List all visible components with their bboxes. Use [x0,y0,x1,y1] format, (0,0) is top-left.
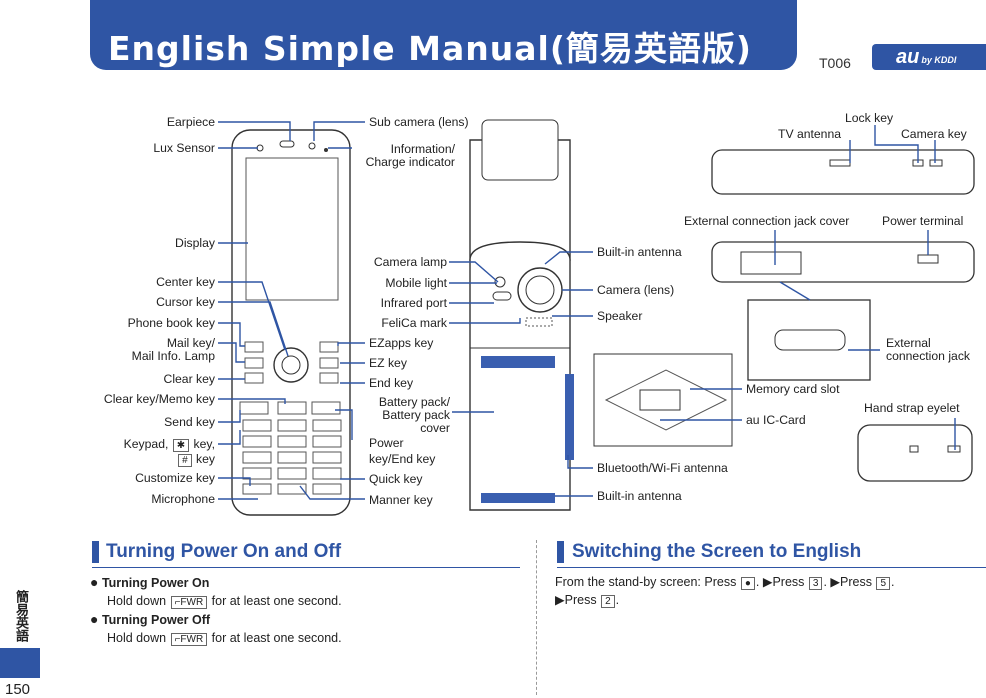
section-marker-english [557,541,564,563]
section-title-power: Turning Power On and Off [106,541,342,562]
label-manner-key: Manner key [369,493,433,507]
label-clear-key: Clear key [163,372,215,386]
label-battery-line1: Battery pack/ [378,395,450,409]
label-quick-key: Quick key [369,472,423,486]
label-mail-key: Mail key/Mail Info. Lamp [132,337,215,363]
star-key-icon: ✱ [172,439,190,452]
label-end-key: End key [369,376,414,390]
label-earpiece: Earpiece [166,115,215,129]
page-title: English Simple Manual(簡易英語版) [108,29,753,68]
arrow-icon: ▶ [555,593,565,607]
label-au-ic-card: au IC-Card [746,413,806,427]
label-power-line2: key/End key [369,452,436,466]
label-center-key: Center key [156,275,215,289]
label-tv-antenna: TV antenna [778,127,842,141]
header-banner [90,0,797,70]
power-key-icon: ⌐FWR [170,633,208,646]
label-customize-key: Customize key [135,471,215,485]
label-infrared-port: Infrared port [380,296,447,310]
brand-name: au [896,46,920,68]
side-tab-block [0,648,40,678]
label-ezapps-key: EZapps key [369,336,434,350]
model-number: T006 [819,55,851,71]
side-views [711,149,975,482]
label-built-in-antenna-bottom: Built-in antenna [597,489,682,503]
label-mail-key-line2: Mail Info. Lamp [131,349,215,363]
section-divider-power [92,567,520,568]
phone-diagram [218,119,975,516]
section-divider-english [557,567,986,568]
label-power-terminal: Power terminal [882,214,964,228]
key-2-icon: 2 [601,595,615,608]
label-info-indicator-line1: Information/ [390,142,455,156]
label-clear-memo-key: Clear key/Memo key [103,392,215,406]
label-battery-line3: cover [420,421,450,435]
label-ext-jack-cover: External connection jack cover [684,214,850,228]
label-send-key: Send key [164,415,215,429]
label-info-indicator-line2: Charge indicator [365,155,455,169]
brand-sub: by KDDI [921,55,957,65]
label-lock-key: Lock key [845,111,894,125]
label-phone-book-key: Phone book key [127,316,215,330]
center-key-icon: ● [740,577,755,590]
power-off-heading: ● Turning Power Off [90,611,211,627]
power-instructions: ● Turning Power On Hold down ⌐FWR for at… [90,573,520,647]
label-lux-sensor: Lux Sensor [153,141,215,155]
card-slot-detail [593,353,733,447]
label-camera-key: Camera key [901,127,967,141]
label-battery-line2: Battery pack [382,408,450,422]
section-marker-power [92,541,99,563]
label-bluetooth-antenna: Bluetooth/Wi-Fi antenna [597,461,728,475]
label-keypad-key: key, [193,437,215,451]
power-key-icon: ⌐FWR [170,596,208,609]
label-power-line1: Power [369,436,404,450]
label-cursor-key: Cursor key [156,295,215,309]
power-on-text: Hold down ⌐FWR for at least one second. [107,594,342,609]
arrow-icon: ▶ [762,575,773,589]
power-off-text: Hold down ⌐FWR for at least one second. [107,631,342,646]
key-5-icon: 5 [876,577,891,590]
column-divider [536,540,538,695]
label-felica-mark: FeliCa mark [381,316,447,330]
key-3-icon: 3 [808,577,823,590]
label-sub-camera: Sub camera (lens) [369,115,469,129]
label-mail-key-line1: Mail key/ [166,336,215,350]
label-hand-strap: Hand strap eyelet [864,401,960,415]
label-built-in-antenna-top: Built-in antenna [597,245,682,259]
power-on-heading: ● Turning Power On [90,574,210,590]
label-ext-jack-line2: connection jack [886,349,971,363]
label-mobile-light: Mobile light [385,276,447,290]
label-keypad-text: Keypad, [123,437,169,451]
label-microphone: Microphone [151,492,215,506]
section-title-english: Switching the Screen to English [572,541,862,562]
label-camera-lamp: Camera lamp [373,255,447,269]
side-tab-label: 簡易英語 [14,590,29,642]
label-memory-card-slot: Memory card slot [746,382,840,396]
hash-key-icon: # [178,454,192,467]
label-power-end-key: Power key/End key [369,435,435,467]
english-instructions: From the stand-by screen: Press ●. ▶Pres… [555,575,895,608]
arrow-icon: ▶ [830,575,841,589]
page-number: 150 [5,681,31,698]
phone-front-illustration [231,129,351,516]
label-keypad-key2: key [196,452,215,466]
label-keypad: Keypad, ✱ key, # key [124,437,215,467]
label-speaker: Speaker [597,309,643,323]
label-ext-jack-line1: External [886,336,931,350]
label-info-indicator: Information/Charge indicator [366,143,455,169]
phone-back-illustration [469,119,574,511]
label-camera-lens: Camera (lens) [597,283,675,297]
leader-lines [218,121,956,500]
label-ez-key: EZ key [369,356,407,370]
label-display: Display [175,236,215,250]
